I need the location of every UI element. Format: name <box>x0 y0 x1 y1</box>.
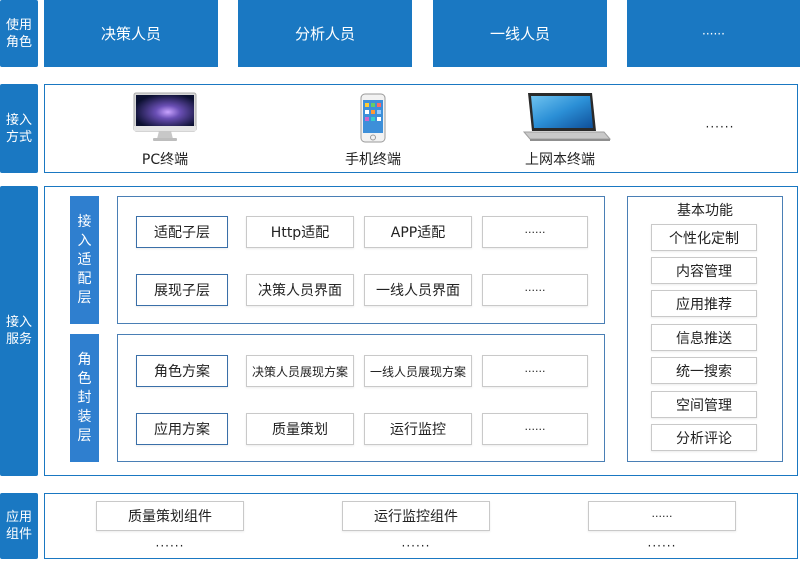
component-more-box: ······ <box>588 501 736 531</box>
device-label-phone: 手机终端 <box>345 152 401 168</box>
adapter-layer-label: 接入适配层 <box>70 196 99 324</box>
access-mode-side-label: 接入方式 <box>0 84 38 173</box>
app-components-side-label: 应用组件 <box>0 493 38 559</box>
role-layer-label: 角色封装层 <box>70 334 99 462</box>
access-mode-side-label-text: 接入方式 <box>5 112 32 145</box>
app-scheme-box: 应用方案 <box>136 413 228 445</box>
role-more: ······ <box>627 0 800 67</box>
device-label-pc: PC终端 <box>141 152 189 168</box>
function-analysis-comments: 分析评论 <box>651 424 757 451</box>
roles-side-label-text: 使用角色 <box>5 17 32 50</box>
operation-monitoring-component: 运行监控组件 <box>342 501 490 531</box>
presentation-sublayer-box: 展现子层 <box>136 274 228 306</box>
component-more-2: ······ <box>401 539 431 553</box>
quality-planning-component: 质量策划组件 <box>96 501 244 531</box>
decision-ui-box: 决策人员界面 <box>246 274 354 306</box>
adapter-sublayer-box: 适配子层 <box>136 216 228 248</box>
http-adapter-box: Http适配 <box>246 216 354 248</box>
app-adapter-box: APP适配 <box>364 216 472 248</box>
function-content-management: 内容管理 <box>651 257 757 284</box>
role-frontline-staff: 一线人员 <box>433 0 607 67</box>
component-more-3: ······ <box>647 539 677 553</box>
role-decision-makers: 决策人员 <box>44 0 218 67</box>
adapter-layer-label-text: 接入适配层 <box>77 213 92 306</box>
app-scheme-more-box: ······ <box>482 413 588 445</box>
function-unified-search: 统一搜索 <box>651 357 757 384</box>
device-more: ······ <box>705 120 735 134</box>
operation-monitoring-box: 运行监控 <box>364 413 472 445</box>
roles-side-label: 使用角色 <box>0 0 38 67</box>
role-layer-label-text: 角色封装层 <box>77 351 92 444</box>
access-service-side-label-text: 接入服务 <box>5 315 32 347</box>
decision-display-scheme-box: 决策人员展现方案 <box>246 355 354 387</box>
frontline-display-scheme-box: 一线人员展现方案 <box>364 355 472 387</box>
laptop-icon <box>520 91 612 143</box>
frontline-ui-box: 一线人员界面 <box>364 274 472 306</box>
quality-planning-box: 质量策划 <box>246 413 354 445</box>
adapter-more-box: ······ <box>482 216 588 248</box>
access-service-side-label: 接入服务 <box>0 186 38 476</box>
presentation-more-box: ······ <box>482 274 588 306</box>
desktop-computer-icon <box>133 92 197 142</box>
role-scheme-box: 角色方案 <box>136 355 228 387</box>
basic-functions-title: 基本功能 <box>677 203 733 219</box>
role-analysts: 分析人员 <box>238 0 412 67</box>
function-personalization: 个性化定制 <box>651 224 757 251</box>
device-label-laptop: 上网本终端 <box>525 152 595 168</box>
role-scheme-more-box: ······ <box>482 355 588 387</box>
function-info-push: 信息推送 <box>651 324 757 351</box>
function-app-recommendation: 应用推荐 <box>651 290 757 317</box>
app-components-side-label-text: 应用组件 <box>5 510 32 542</box>
component-more-1: ······ <box>155 539 185 553</box>
function-space-management: 空间管理 <box>651 391 757 418</box>
smartphone-icon <box>360 93 386 143</box>
